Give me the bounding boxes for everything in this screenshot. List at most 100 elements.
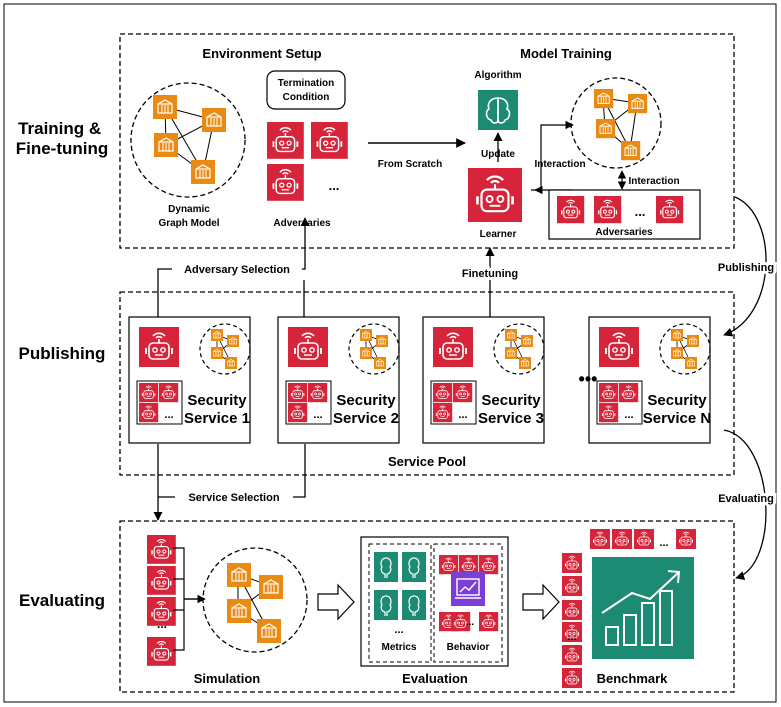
environment-setup-title: Environment Setup: [202, 46, 321, 61]
simulation-group: ...: [147, 535, 308, 666]
interaction-left-label: Interaction: [534, 159, 585, 170]
adversary-ellipsis: ...: [624, 409, 633, 421]
robot-icon: [459, 555, 479, 575]
behavior-ellipsis: ...: [466, 617, 475, 628]
benchmark-chart-icon: [592, 557, 694, 659]
graph-node-icon: [360, 347, 372, 359]
graph-node-icon: [685, 357, 697, 369]
robot-icon: [590, 529, 610, 549]
publishing-section-box: [119, 291, 735, 476]
model-training-title: Model Training: [520, 46, 612, 61]
service-selection-label: Service Selection: [188, 492, 279, 504]
mini-graph: [199, 323, 251, 375]
adversary-ellipsis: ...: [313, 409, 322, 421]
metric-icon: [402, 552, 426, 582]
robot-icon: [159, 383, 179, 403]
adversary-selection-label: Adversary Selection: [184, 264, 290, 276]
robot-icon: [562, 668, 582, 688]
robot-icon: [147, 637, 176, 666]
graph-node-icon: [671, 329, 683, 341]
service-title-line2: Service 1: [184, 410, 250, 427]
evaluating-section-box: [119, 520, 735, 693]
robot-icon: [557, 196, 585, 224]
algorithm-label: Algorithm: [474, 70, 521, 81]
training-label-line1: Training &: [18, 119, 101, 138]
adversary-selection-bg: [172, 261, 302, 277]
service-selection-bg: [175, 489, 293, 505]
graph-node-icon: [154, 133, 178, 157]
evaluation-label: Evaluation: [402, 671, 468, 686]
simulation-label: Simulation: [194, 671, 261, 686]
robot-icon: [308, 383, 328, 403]
graph-node-icon: [227, 563, 251, 587]
graph-node-icon: [191, 160, 215, 184]
adversaries-right-ellipsis: ...: [635, 204, 646, 219]
service-title-line1: Security: [647, 392, 707, 409]
evaluating-curve-arrow: [723, 429, 767, 581]
robot-icon: [433, 327, 473, 367]
robot-icon: [267, 122, 304, 159]
robot-icon: [139, 383, 159, 403]
learner-label: Learner: [480, 229, 517, 240]
robot-icon: [139, 327, 179, 367]
graph-node-icon: [211, 347, 223, 359]
interaction-arrow-out: [531, 120, 574, 191]
training-section-label: Training & Fine-tuning: [16, 119, 109, 158]
brain-icon: [478, 90, 518, 130]
service-pool-label: Service Pool: [388, 454, 466, 469]
robot-icon: [267, 164, 304, 201]
robot-icon: [139, 403, 159, 423]
adversary-grid: ...: [285, 380, 332, 425]
robot-icon: [619, 383, 639, 403]
robot-icon: [562, 553, 582, 573]
interaction-right-label: Interaction: [628, 176, 679, 187]
mini-graph: [348, 323, 400, 375]
termination-label-2: Condition: [283, 92, 330, 103]
graph-node-icon: [671, 347, 683, 359]
robot-icon: [147, 597, 176, 626]
behavior-box: [433, 543, 503, 663]
robot-icon: [634, 529, 654, 549]
service-title-line1: Security: [481, 392, 541, 409]
dynamic-graph-model: [130, 82, 246, 198]
benchmark-top-ellipsis: ...: [659, 537, 668, 549]
benchmark-left-robots: [562, 553, 582, 688]
graph-node-icon: [687, 335, 699, 347]
robot-icon: [288, 403, 308, 423]
robot-icon: [562, 622, 582, 642]
behavior-label: Behavior: [447, 642, 490, 653]
robot-icon: [453, 383, 473, 403]
robot-icon: [439, 555, 459, 575]
training-section-box: [119, 33, 735, 249]
finetuning-label: Finetuning: [462, 268, 518, 280]
robot-icon: [599, 403, 619, 423]
robot-icon: [562, 600, 582, 620]
robot-icon: [433, 383, 453, 403]
outer-frame: [3, 3, 777, 703]
robot-icon: [676, 529, 696, 549]
service-title-line2: Service 2: [333, 410, 399, 427]
robot-icon: [599, 383, 619, 403]
graph-node-icon: [505, 329, 517, 341]
metrics-box: [368, 543, 432, 663]
robot-icon: [479, 612, 499, 632]
graph-node-icon: [596, 119, 616, 139]
robot-icon: [433, 403, 453, 423]
adversaries-group: ...: [267, 122, 348, 201]
graph-node-icon: [202, 108, 226, 132]
adversary-grid: ...: [430, 380, 477, 425]
service-title-line2: Service N: [643, 410, 711, 427]
robot-icon: [612, 529, 632, 549]
adversary-ellipsis: ...: [458, 409, 467, 421]
graph-node-icon: [153, 95, 177, 119]
hollow-arrow-icon: [317, 583, 355, 621]
simulation-ellipsis: ...: [157, 617, 167, 631]
graph-node-icon: [257, 619, 281, 643]
termination-label-1: Termination: [278, 78, 334, 89]
robot-icon: [288, 383, 308, 403]
service-ellipsis: •••: [579, 369, 598, 389]
graph-node-icon: [594, 89, 614, 109]
